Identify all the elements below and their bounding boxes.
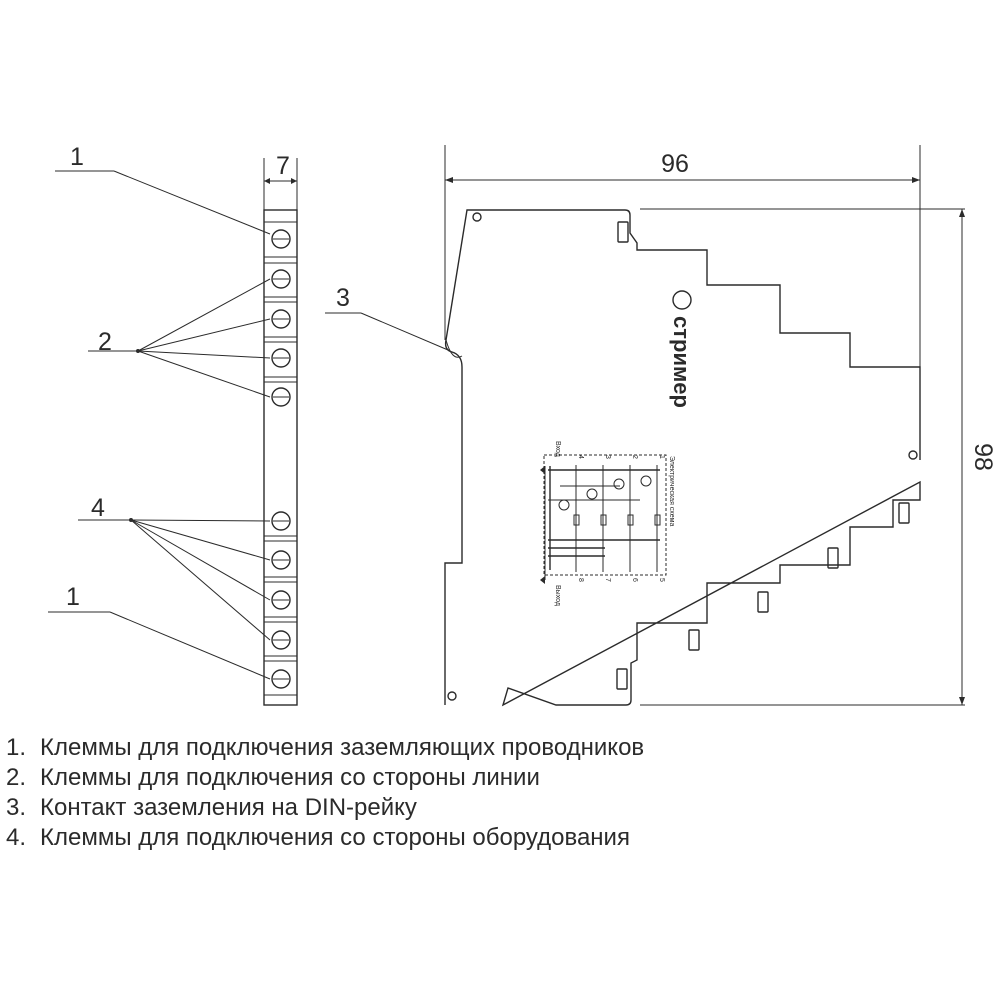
electrical-schematic: Электрическая схема Вход Выход 1 2 3 4 5… [540, 441, 675, 606]
terminal-num: 7 [604, 578, 611, 582]
terminal-num: 4 [577, 455, 584, 459]
schematic-input-label: Вход [554, 441, 561, 457]
side-view: 7 1 2 4 1 [48, 143, 298, 706]
brand-name: стример [669, 316, 694, 408]
brand-logo: стример [669, 290, 694, 408]
legend-item: 2.Клеммы для подключения со стороны лини… [6, 764, 540, 791]
terminal-num: 6 [631, 578, 638, 582]
screw [271, 229, 291, 249]
terminal-num: 3 [604, 455, 611, 459]
screw [271, 269, 291, 289]
screw [271, 630, 291, 650]
housing-outline [444, 209, 921, 707]
legend-text: Клеммы для подключения заземляющих прово… [40, 734, 645, 761]
indicator-windows [616, 221, 910, 690]
din-ground-contact [445, 339, 463, 358]
legend-text: Контакт заземления на DIN-рейку [40, 794, 417, 821]
legend-item: 3.Контакт заземления на DIN-рейку [6, 794, 417, 821]
screw [271, 387, 291, 407]
terminal-num: 8 [577, 578, 584, 582]
screw [271, 309, 291, 329]
screw [271, 590, 291, 610]
callout-3-label: 3 [336, 284, 350, 312]
schematic-output-label: Выход [554, 585, 561, 606]
legend-text: Клеммы для подключения со стороны линии [40, 764, 540, 791]
terminal-num: 5 [658, 578, 665, 582]
screw [271, 669, 291, 689]
terminal-separators [264, 256, 297, 662]
legend-item: 1.Клеммы для подключения заземляющих про… [6, 734, 645, 761]
callout-2-label: 2 [98, 328, 112, 356]
callout-1-bottom: 1 [48, 583, 271, 680]
terminal-screws [271, 229, 291, 689]
dimension-96-label: 96 [661, 150, 689, 178]
screw [271, 550, 291, 570]
legend-text: Клеммы для подключения со стороны оборуд… [40, 824, 630, 851]
side-view-body [263, 209, 298, 706]
callout-4-label: 4 [91, 494, 105, 522]
legend-item: 4.Клеммы для подключения со стороны обор… [6, 824, 630, 851]
terminal-num: 2 [631, 455, 638, 459]
dimension-device-width: 96 [444, 145, 921, 367]
dimension-device-height: 98 [959, 209, 997, 705]
callout-1-top-label: 1 [70, 143, 84, 171]
legend-list: 1.Клеммы для подключения заземляющих про… [6, 733, 644, 853]
terminal-num: 1 [658, 455, 665, 459]
screw [271, 511, 291, 531]
dimension-terminal-width: 7 [263, 152, 298, 210]
brand-logo-icon [672, 290, 692, 310]
callout-2: 2 [88, 278, 271, 398]
dimension-98-label: 98 [969, 443, 997, 471]
callout-1-top: 1 [55, 143, 271, 235]
callout-3: 3 [325, 284, 449, 351]
callout-4: 4 [78, 494, 271, 641]
schematic-title: Электрическая схема [668, 456, 675, 526]
screw [271, 348, 291, 368]
callout-1-bottom-label: 1 [66, 583, 80, 611]
dimension-7-label: 7 [276, 152, 290, 180]
front-view: стример Электрическая схема Вход Выход 1… [325, 145, 997, 707]
